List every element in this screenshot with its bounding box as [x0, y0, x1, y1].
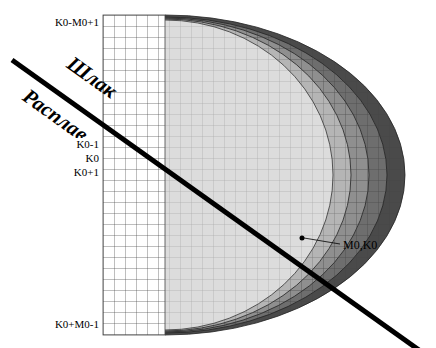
index-label: K0-M0+1 [54, 16, 100, 28]
index-label: K0+1 [73, 166, 100, 178]
front-face [103, 15, 165, 335]
slag-melt-interface [12, 60, 436, 348]
melt-volume [165, 15, 405, 335]
index-label: K0-1 [75, 138, 100, 150]
point-label: M0,K0 [342, 239, 378, 252]
index-label: K0 [85, 152, 100, 164]
cell-point [300, 236, 305, 241]
leader-line [304, 238, 340, 244]
index-label: K0+M0-1 [54, 318, 100, 330]
